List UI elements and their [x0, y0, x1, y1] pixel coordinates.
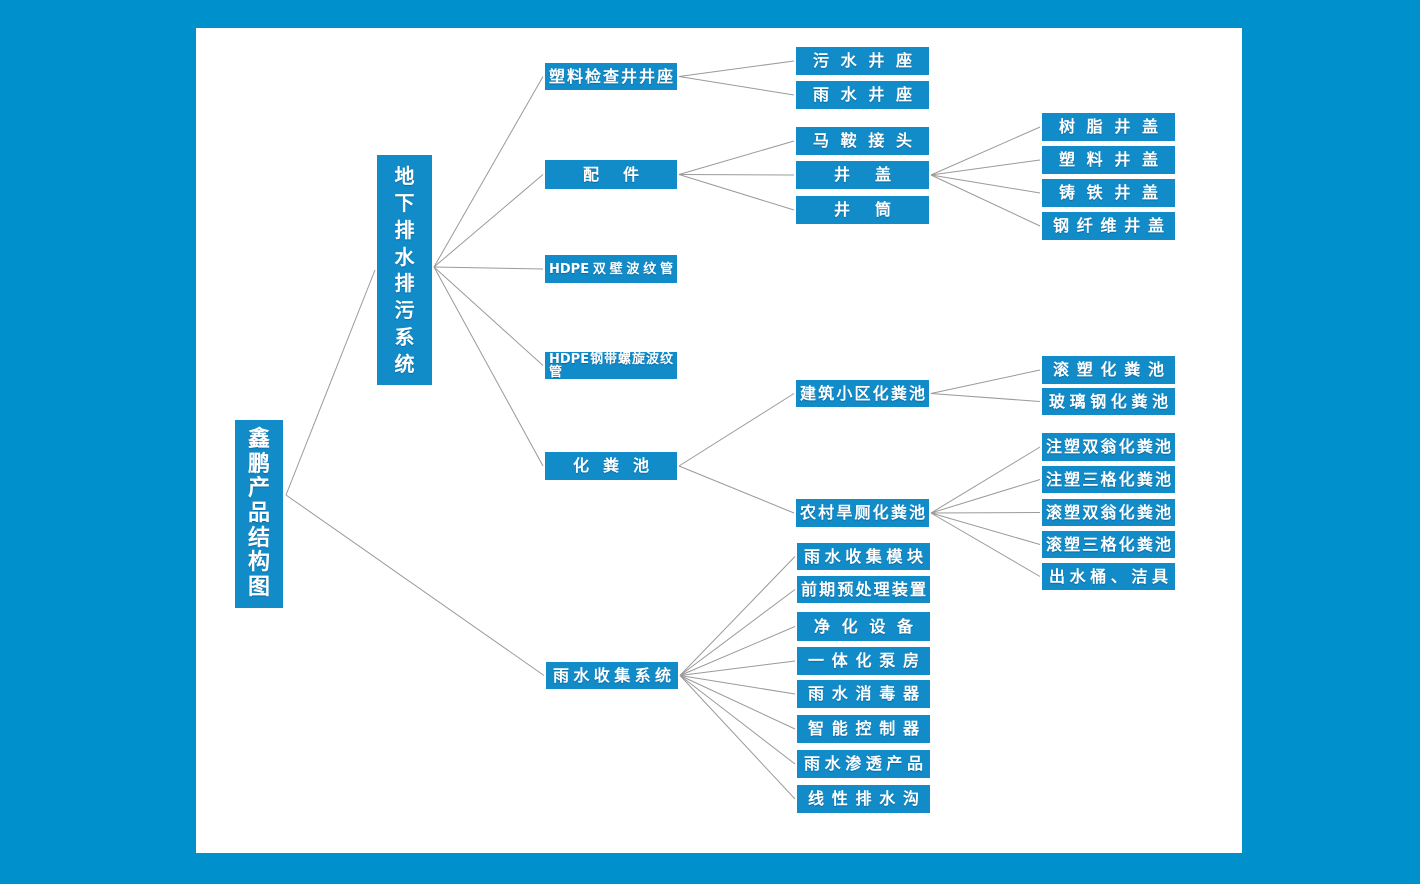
node-xxpsg: 线性排水沟 — [797, 785, 930, 813]
node-wsjz: 污水井座 — [796, 47, 929, 75]
node-jingtong: 井筒 — [796, 196, 929, 224]
node-label: 一体化泵房 — [808, 651, 919, 670]
node-sjjz: 塑料检查井井座 — [545, 63, 677, 90]
node-label: 雨水井座 — [813, 85, 912, 104]
node-ysxdq: 雨水消毒器 — [797, 680, 930, 708]
node-label: 滚塑化粪池 — [1053, 360, 1164, 379]
node-char: 品 — [247, 501, 270, 526]
node-label: 雨水收集系统 — [553, 665, 671, 685]
node-char: 下 — [394, 191, 415, 216]
node-ysstcp: 雨水渗透产品 — [797, 750, 930, 778]
node-char: 鹏 — [247, 451, 270, 477]
node-label: 雨水消毒器 — [808, 684, 919, 703]
node-gssg: 滚塑三格化粪池 — [1042, 531, 1175, 558]
node-gssw: 滚塑双翁化粪池 — [1042, 499, 1175, 526]
node-label: 智能控制器 — [808, 719, 919, 738]
node-ythbf: 一体化泵房 — [797, 647, 930, 675]
node-szjg: 树脂井盖 — [1042, 113, 1175, 141]
node-label: 配件 — [583, 164, 639, 184]
node-jhsb: 净化设备 — [797, 612, 930, 641]
node-label: 滚塑双翁化粪池 — [1046, 502, 1171, 522]
node-qqycl: 前期预处理装置 — [797, 576, 930, 603]
node-label: 前期预处理装置 — [801, 579, 926, 599]
node-label: 钢纤维井盖 — [1053, 216, 1164, 235]
node-jinggai: 井盖 — [796, 161, 929, 189]
node-hdpe2: HDPE钢带螺旋波纹管 — [545, 352, 677, 379]
node-char: 结 — [247, 525, 270, 551]
node-gxwjg: 钢纤维井盖 — [1042, 212, 1175, 240]
node-char: 构 — [247, 550, 270, 576]
node-label: 净化设备 — [814, 616, 913, 636]
node-char: 排 — [394, 217, 415, 242]
node-char: 地 — [394, 164, 415, 189]
node-label: 化粪池 — [573, 456, 649, 475]
node-ysmk: 雨水收集模块 — [797, 543, 930, 570]
node-label: 污水井座 — [813, 51, 912, 70]
node-label: 井盖 — [834, 165, 891, 184]
node-root: 鑫鹏产品结构图 — [235, 420, 283, 608]
node-char: 系 — [394, 324, 415, 349]
node-label: HDPE双壁波纹管 — [549, 261, 673, 277]
node-label: 注塑三格化粪池 — [1046, 469, 1171, 489]
node-label: 铸铁井盖 — [1059, 183, 1158, 202]
node-peijian: 配件 — [545, 160, 677, 189]
node-label: 出水桶、洁具 — [1049, 566, 1168, 586]
node-label: 雨水渗透产品 — [804, 754, 923, 773]
node-char: 产 — [247, 476, 270, 502]
node-label: 线性排水沟 — [808, 789, 919, 808]
node-char: 排 — [394, 271, 415, 296]
node-label: HDPE钢带螺旋波纹管 — [549, 351, 673, 380]
node-cst: 出水桶、洁具 — [1042, 563, 1175, 590]
node-label: 农村旱厕化粪池 — [800, 503, 925, 522]
node-gshfc: 滚塑化粪池 — [1042, 356, 1175, 384]
node-sljg: 塑料井盖 — [1042, 146, 1175, 174]
node-label: 马鞍接头 — [813, 131, 912, 150]
node-label: 雨水收集模块 — [804, 546, 923, 566]
node-zssg: 注塑三格化粪池 — [1042, 466, 1175, 493]
node-blghfc: 玻璃钢化粪池 — [1042, 388, 1175, 415]
node-ztjg: 铸铁井盖 — [1042, 179, 1175, 207]
node-label: 塑料检查井井座 — [549, 66, 673, 86]
node-dixia: 地下排水排污系统 — [377, 155, 432, 385]
node-char: 图 — [247, 574, 270, 600]
node-char: 水 — [394, 244, 415, 269]
node-label: 井筒 — [834, 200, 891, 219]
node-yss: 雨水收集系统 — [546, 662, 678, 689]
node-label: 塑料井盖 — [1059, 150, 1158, 169]
node-char: 统 — [394, 351, 415, 376]
node-ysjz: 雨水井座 — [796, 81, 929, 109]
node-label: 注塑双翁化粪池 — [1046, 437, 1171, 456]
node-zssw: 注塑双翁化粪池 — [1042, 433, 1175, 461]
node-label: 建筑小区化粪池 — [800, 383, 925, 403]
node-maan: 马鞍接头 — [796, 127, 929, 155]
node-char: 污 — [394, 298, 415, 323]
node-nchc: 农村旱厕化粪池 — [796, 499, 929, 527]
node-label: 滚塑三格化粪池 — [1046, 534, 1171, 554]
node-label: 树脂井盖 — [1059, 117, 1158, 136]
node-znkzq: 智能控制器 — [797, 715, 930, 743]
node-hfc: 化粪池 — [545, 452, 677, 480]
node-char: 鑫 — [247, 427, 270, 453]
node-hdpe1: HDPE双壁波纹管 — [545, 255, 677, 283]
node-jzxq: 建筑小区化粪池 — [796, 380, 929, 407]
node-label: 玻璃钢化粪池 — [1049, 391, 1168, 411]
